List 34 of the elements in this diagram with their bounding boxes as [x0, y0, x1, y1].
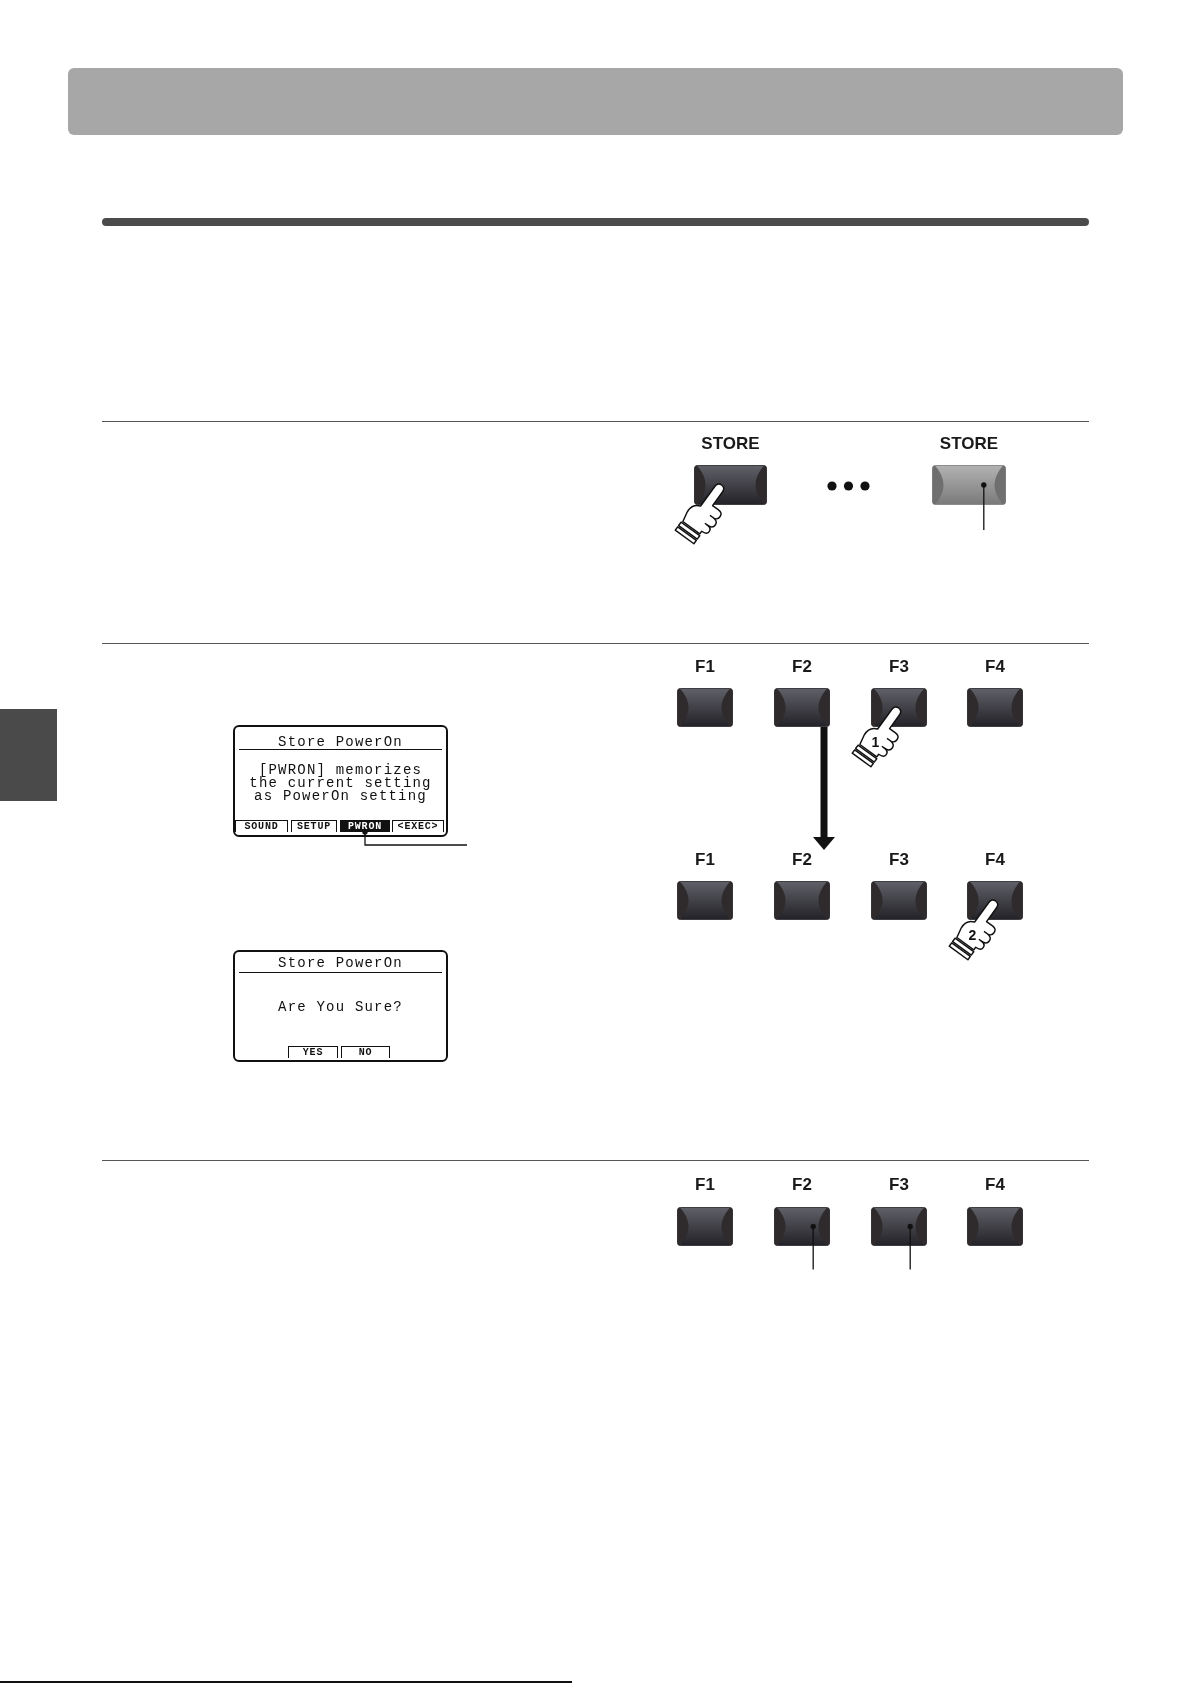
- leader-line: [907, 1223, 913, 1271]
- key-label: F1: [695, 1175, 715, 1195]
- key-label: F1: [695, 657, 715, 677]
- key-label: F4: [985, 850, 1005, 870]
- leader-line: [981, 482, 987, 531]
- step-number: 2: [968, 927, 977, 942]
- key-label: F3: [889, 850, 909, 870]
- screen-tab: SETUP: [291, 820, 337, 832]
- side-tab: [0, 709, 57, 801]
- key-label: F3: [889, 1175, 909, 1195]
- key-label: F2: [792, 657, 812, 677]
- screen-title: Store PowerOn: [278, 734, 403, 750]
- key-label: F1: [695, 850, 715, 870]
- key-label: F3: [889, 657, 909, 677]
- leader-line: [810, 1223, 816, 1271]
- key-label: F2: [792, 850, 812, 870]
- step-arrow: [813, 727, 835, 850]
- key-label: STORE: [939, 434, 999, 454]
- screen-message: Are You Sure?: [278, 1001, 403, 1014]
- key-label: F4: [985, 1175, 1005, 1195]
- screen-message: [PWRON] memorizes the current setting as PowerOn setting: [248, 764, 433, 803]
- key-label: F2: [792, 1175, 812, 1195]
- leader-line: [362, 829, 468, 846]
- screen-tab: YES: [288, 1046, 338, 1058]
- screen-tab: <EXEC>: [392, 820, 444, 832]
- step-number: 1: [871, 734, 880, 749]
- screen-tab: NO: [341, 1046, 390, 1058]
- key-label: F4: [985, 657, 1005, 677]
- screen-tab: SOUND: [235, 820, 288, 832]
- screen-title: Store PowerOn: [278, 955, 403, 971]
- key-label: STORE: [701, 434, 760, 454]
- lcd-screen: [233, 725, 448, 837]
- screen-tab: PWRON: [340, 820, 390, 832]
- lcd-screen: [233, 950, 448, 1062]
